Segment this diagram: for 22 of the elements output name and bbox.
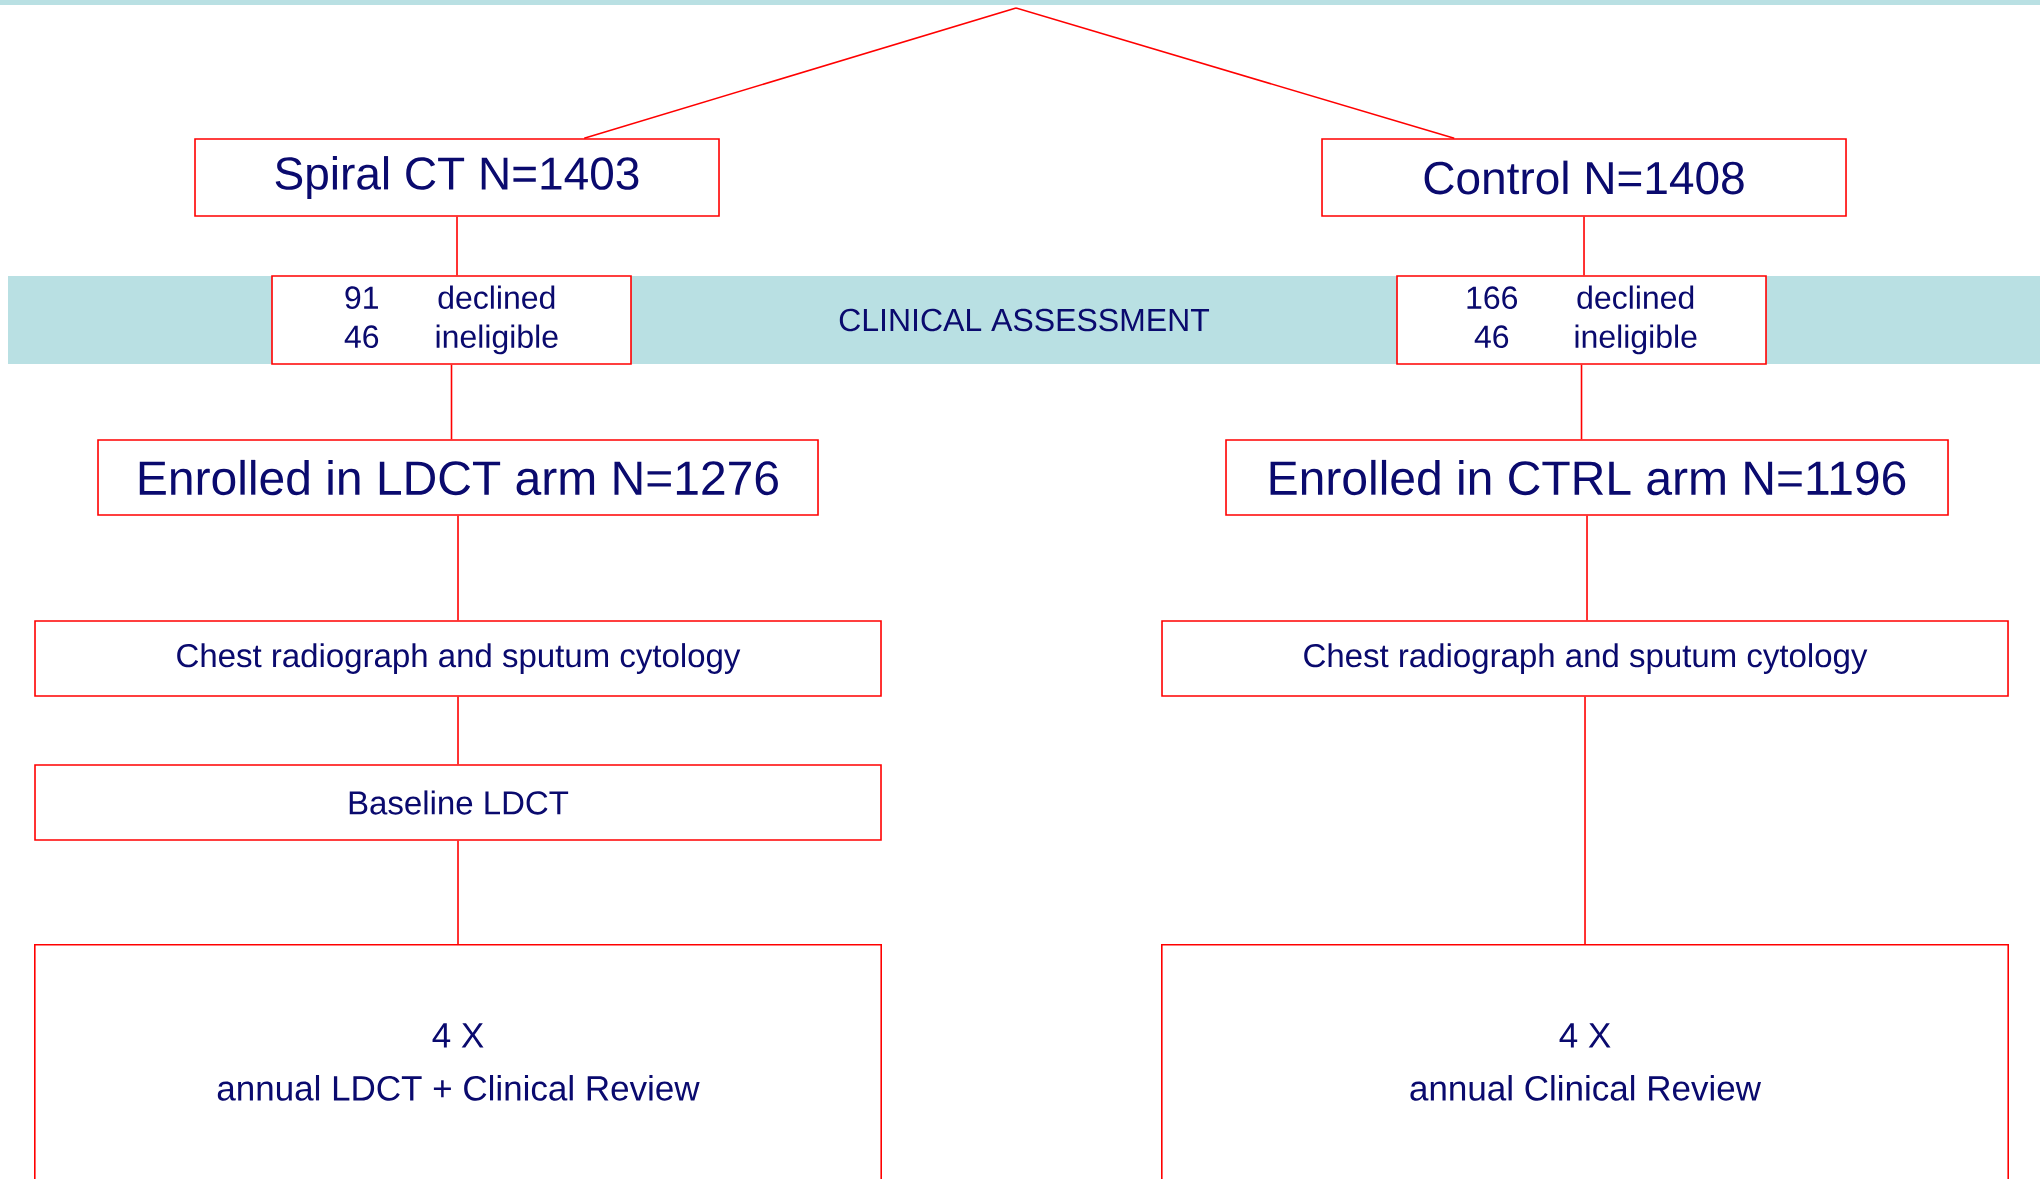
connector (1583, 216, 1585, 276)
process-box: Control N=1408 (1321, 138, 1847, 217)
process-box: Enrolled in CTRL arm N=1196 (1225, 439, 1949, 516)
connector (1586, 515, 1588, 621)
connector (1015, 7, 1455, 139)
follow-up-box: 4 X annual LDCT + Clinical Review (34, 944, 882, 1179)
connector (1584, 696, 1586, 946)
connector (457, 840, 459, 946)
process-box: Chest radiograph and sputum cytology (34, 620, 882, 697)
connector (457, 696, 459, 765)
connector (1580, 364, 1583, 440)
process-box: Chest radiograph and sputum cytology (1161, 620, 2009, 697)
connector (457, 515, 459, 621)
process-box: Enrolled in LDCT arm N=1276 (97, 439, 819, 516)
exclusion-box: 91 declined 46 ineligible (271, 275, 632, 365)
exclusion-box: 166 declined 46 ineligible (1396, 275, 1767, 365)
process-box: Baseline LDCT (34, 764, 882, 841)
connector (583, 7, 1017, 139)
connector (456, 216, 458, 276)
connector (450, 364, 453, 440)
follow-up-box: 4 X annual Clinical Review (1161, 944, 2009, 1179)
process-box: Spiral CT N=1403 (194, 138, 720, 217)
